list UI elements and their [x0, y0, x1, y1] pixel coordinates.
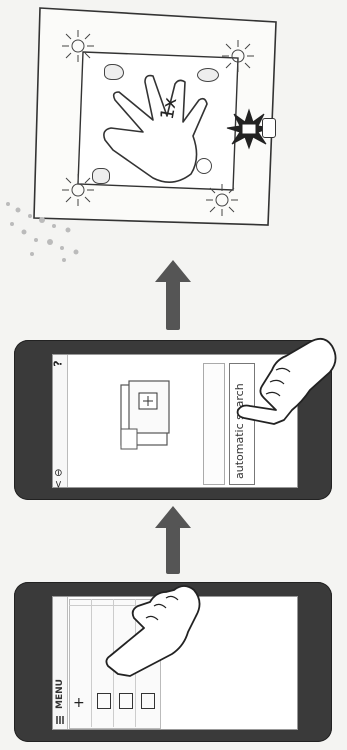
multiplier-label: 1x: [157, 96, 182, 121]
sparkle-icon: [58, 28, 98, 64]
back-button[interactable]: < ⊖: [53, 469, 64, 489]
pointing-hand-icon: [100, 562, 210, 682]
phone-image: [115, 377, 177, 453]
arrow-up-icon: [155, 506, 191, 528]
hamburger-icon[interactable]: [55, 715, 65, 725]
menu-label[interactable]: MENU: [55, 679, 65, 709]
sticker-icon: [197, 68, 219, 82]
arrow-shaft: [166, 280, 180, 330]
pointing-hand-icon: [214, 316, 344, 436]
card-add-icon[interactable]: [97, 693, 111, 709]
sticker-icon: [92, 168, 110, 184]
arrow-up-icon: [155, 260, 191, 282]
card-add-icon[interactable]: [119, 693, 133, 709]
lamp-icon: [262, 118, 276, 138]
card-add-icon[interactable]: [141, 693, 155, 709]
help-button[interactable]: ?: [52, 360, 65, 366]
screen-sidebar: [53, 355, 68, 487]
menu-sidebar: [53, 597, 68, 729]
menu-row-divider: [91, 599, 92, 727]
sticker-icon: [104, 64, 124, 80]
sparkle-icon: [218, 38, 258, 74]
motion-dots: [2, 196, 92, 266]
add-icon[interactable]: +: [73, 695, 85, 711]
sticker-icon: [196, 158, 212, 174]
